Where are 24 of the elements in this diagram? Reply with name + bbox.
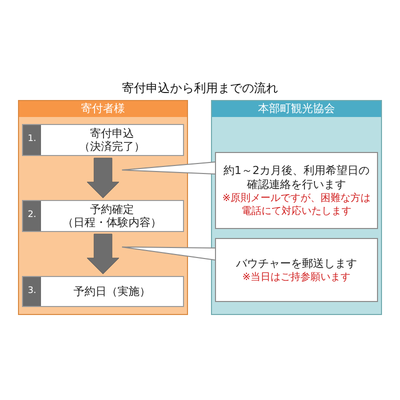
step-box xyxy=(22,276,184,307)
step-box xyxy=(22,200,184,232)
note-text: ※当日はご持参願います xyxy=(241,270,352,284)
step-text: 寄付申込 xyxy=(90,127,134,140)
lane-header: 寄付者様 xyxy=(19,101,187,117)
step-box xyxy=(22,124,184,156)
callout-box xyxy=(215,238,378,302)
diagram-title: 寄付申込から利用までの流れ xyxy=(121,80,279,96)
note-text: ※原則メールですが、困難な方は電話にて対応いたします xyxy=(221,192,372,218)
flow-arrow xyxy=(86,158,120,198)
step-number: 1. xyxy=(23,125,41,155)
step-number: 2. xyxy=(23,201,41,231)
flow-arrow xyxy=(86,234,120,274)
callout-text: バウチャーを郵送します xyxy=(235,256,358,270)
callout-box xyxy=(215,152,378,229)
step-text: 予約日（実施） xyxy=(74,285,150,298)
step-text: （日程・体験内容） xyxy=(62,216,162,229)
lane-panel xyxy=(18,100,188,315)
lane-panel xyxy=(211,100,382,315)
lane-header: 本部町観光協会 xyxy=(212,101,381,117)
step-text: 予約確定 xyxy=(90,203,134,216)
step-text: （決済完了） xyxy=(79,140,145,153)
step-number: 3. xyxy=(23,277,41,306)
callout-text: 約1～2カ月後、利用希望日の確認連絡を行います xyxy=(222,164,370,192)
